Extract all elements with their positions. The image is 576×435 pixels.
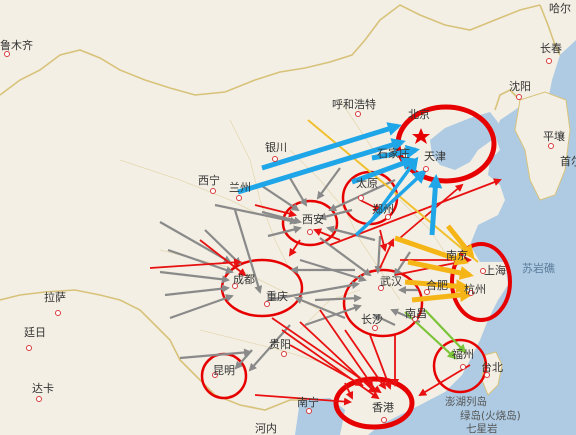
city-dot <box>516 94 522 100</box>
city-label-chongqing[interactable]: 重庆 <box>266 290 288 303</box>
city-dot <box>372 325 378 331</box>
red-flow-arrows <box>149 178 502 406</box>
city-label-hefei[interactable]: 合肥 <box>426 279 448 292</box>
city-label-taibei[interactable]: 台北 <box>481 361 503 374</box>
xian-hub-ring <box>281 199 339 247</box>
city-label-huhehaote[interactable]: 呼和浩特 <box>332 98 376 111</box>
city-label-xian[interactable]: 西安 <box>302 213 324 226</box>
city-dot <box>358 195 364 201</box>
place-label-tingri[interactable]: 廷日 <box>24 326 46 339</box>
city-dot <box>424 289 430 295</box>
city-dot <box>423 166 429 172</box>
city-label-shenyang[interactable]: 沈阳 <box>509 80 531 93</box>
city-label-fuzhou[interactable]: 福州 <box>452 348 474 361</box>
city-dot <box>546 58 552 64</box>
city-label-changsha[interactable]: 长沙 <box>361 313 383 326</box>
city-dot <box>355 111 361 117</box>
city-label-chengdu[interactable]: 成都 <box>233 273 255 286</box>
city-label-haer[interactable]: 哈尔 <box>549 2 571 15</box>
city-label-wulumuqi[interactable]: 鲁木齐 <box>0 39 33 52</box>
national-borders <box>0 4 561 411</box>
place-label-daka[interactable]: 达卡 <box>32 382 54 395</box>
place-label-hanoi[interactable]: 河内 <box>255 422 277 435</box>
city-dot <box>468 290 474 296</box>
city-dot <box>412 316 418 322</box>
city-dot <box>306 408 312 414</box>
hongkong-hub-ring <box>333 376 415 430</box>
city-dot <box>484 372 490 378</box>
city-dot <box>212 372 218 378</box>
city-dot <box>236 195 242 201</box>
blue-flow-arrows <box>237 122 443 236</box>
city-dot <box>210 188 216 194</box>
island-label-lvdao[interactable]: 绿岛(火烧岛) <box>460 410 521 422</box>
orange-flow-arrows <box>394 224 475 303</box>
city-label-shijiazhuang[interactable]: 石家庄 <box>377 147 410 160</box>
city-label-lanzhou[interactable]: 兰州 <box>229 181 251 194</box>
gulf-tonkin <box>295 398 345 435</box>
city-label-wuhan[interactable]: 武汉 <box>380 275 402 288</box>
korea-peninsula <box>514 91 571 201</box>
island-label-penghu[interactable]: 澎湖列岛 <box>445 396 487 408</box>
city-label-taiyuan[interactable]: 太原 <box>356 177 378 190</box>
shanghai-hub-ring <box>450 242 512 322</box>
city-label-nanchang[interactable]: 南昌 <box>405 307 427 320</box>
wuhan-hub-ring <box>342 268 424 338</box>
city-dot <box>264 301 270 307</box>
city-label-shouer[interactable]: 首尔 <box>560 155 576 168</box>
city-label-zhengzhou[interactable]: 郑州 <box>372 203 394 216</box>
city-label-hangzhou[interactable]: 杭州 <box>464 283 486 296</box>
island-label-qixing[interactable]: 七星岩 <box>466 423 498 435</box>
fuzhou-hub-ring <box>432 338 488 394</box>
city-label-beijing[interactable]: 北京 <box>408 108 430 121</box>
city-dot <box>460 364 466 370</box>
city-dot <box>480 268 486 274</box>
city-dot <box>55 310 61 316</box>
city-dot <box>385 214 391 220</box>
sea-label-suyan[interactable]: 苏岩礁 <box>522 262 555 275</box>
city-label-changchun[interactable]: 长春 <box>540 42 562 55</box>
beijing-star-icon <box>412 128 430 144</box>
city-label-nanning[interactable]: 南宁 <box>297 396 319 409</box>
city-dot <box>381 417 387 423</box>
bohai-sea <box>430 112 500 170</box>
city-dot <box>378 285 384 291</box>
city-label-lasa[interactable]: 拉萨 <box>44 291 66 304</box>
city-label-pingrang[interactable]: 平壤 <box>543 130 565 143</box>
city-dot <box>4 51 10 57</box>
city-dot <box>307 229 313 235</box>
city-label-tianjin[interactable]: 天津 <box>424 150 446 163</box>
gray-flow-arrows <box>159 167 421 372</box>
city-label-xianggang[interactable]: 香港 <box>372 401 394 414</box>
city-dot <box>232 283 238 289</box>
city-label-nanjing[interactable]: 南京 <box>446 249 468 262</box>
city-label-shanghai[interactable]: 上海 <box>484 264 506 277</box>
city-dot <box>281 351 287 357</box>
city-dot <box>26 345 32 351</box>
city-dot <box>272 156 278 162</box>
city-label-yinchuan[interactable]: 银川 <box>265 141 287 154</box>
city-label-xining[interactable]: 西宁 <box>198 174 220 187</box>
city-dot <box>36 396 42 402</box>
city-label-guiyang[interactable]: 贵阳 <box>269 338 291 351</box>
city-label-kunming[interactable]: 昆明 <box>213 364 235 377</box>
city-dot <box>548 143 554 149</box>
